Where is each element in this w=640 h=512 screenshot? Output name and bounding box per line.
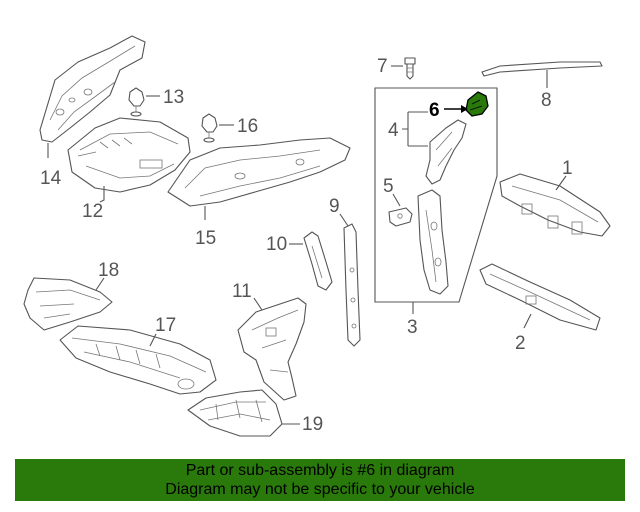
callout-8: 8 xyxy=(541,90,552,111)
part-11-side-bracket xyxy=(237,297,307,401)
callout-19: 19 xyxy=(302,414,323,435)
part-12-under-cover xyxy=(67,117,191,193)
part-7-bolt xyxy=(404,57,416,80)
callout-16: 16 xyxy=(237,116,258,137)
part-19-lower-cover xyxy=(187,389,283,437)
callout-14: 14 xyxy=(40,168,62,189)
callout-5: 5 xyxy=(383,176,394,197)
part-9-vertical-bar xyxy=(343,223,361,347)
callout-15: 15 xyxy=(195,228,216,249)
part-10-bracket xyxy=(303,231,333,291)
part-13-clip xyxy=(128,87,145,117)
info-banner: Part or sub-assembly is #6 in diagram Di… xyxy=(15,459,625,501)
callout-18: 18 xyxy=(98,260,119,281)
callout-1: 1 xyxy=(562,158,573,179)
callout-7: 7 xyxy=(377,56,388,77)
part-17-under-tray xyxy=(59,325,217,395)
callout-9: 9 xyxy=(329,196,340,217)
callout-10: 10 xyxy=(266,234,287,255)
banner-line-1: Part or sub-assembly is #6 in diagram xyxy=(185,462,455,479)
banner-line-2: Diagram may not be specific to your vehi… xyxy=(165,481,475,498)
callout-4: 4 xyxy=(388,120,399,141)
callout-17: 17 xyxy=(155,315,176,336)
part-15-engine-cover xyxy=(167,137,351,207)
part-14-fender-panel xyxy=(39,35,146,143)
callout-12: 12 xyxy=(82,201,103,222)
part-8-support-bar xyxy=(481,61,603,77)
part-18-air-duct xyxy=(23,277,113,331)
part-3-radiator-support xyxy=(417,189,449,295)
callout-13: 13 xyxy=(163,87,184,108)
group-3-frame xyxy=(374,87,498,303)
callout-6: 6 xyxy=(429,100,440,121)
part-16-clip xyxy=(201,113,218,143)
part-4-bracket xyxy=(425,119,467,185)
part-2-lower-member xyxy=(479,263,601,331)
callout-11: 11 xyxy=(232,281,252,302)
callout-2: 2 xyxy=(515,333,526,354)
part-1-side-member xyxy=(499,173,611,237)
part-6-bracket[interactable] xyxy=(465,91,489,117)
callout-3: 3 xyxy=(407,317,418,338)
part-5-small-bracket xyxy=(388,207,413,227)
